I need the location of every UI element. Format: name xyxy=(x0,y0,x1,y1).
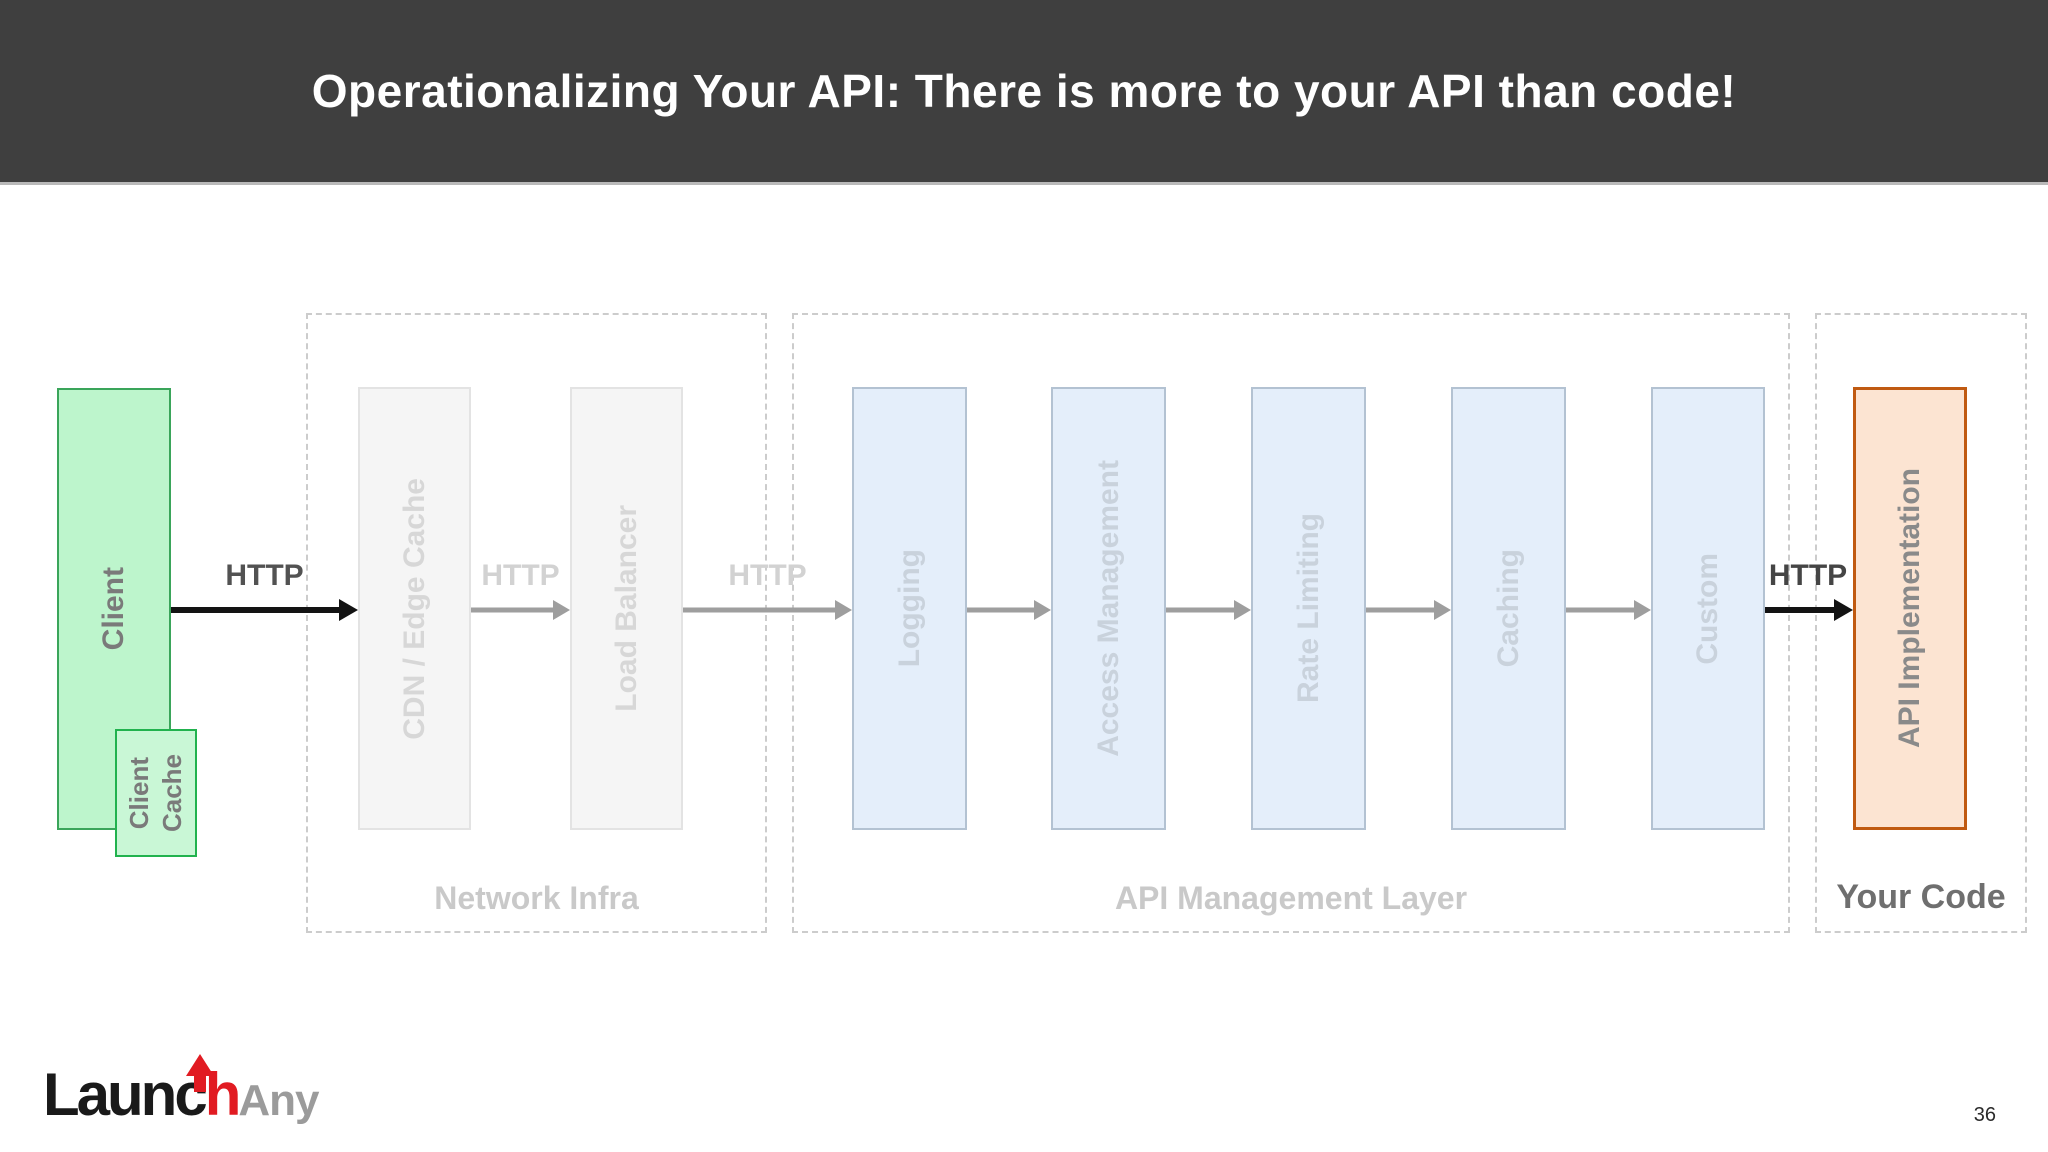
logo-up-arrow-icon xyxy=(186,1054,214,1076)
arrow-access-to-ratelimiting xyxy=(1166,598,1251,622)
title-bar: Operationalizing Your API: There is more… xyxy=(0,0,2048,185)
http-arrow-custom-to-implementation xyxy=(1765,598,1853,622)
arrow-shaft xyxy=(1366,607,1439,613)
rate-limiting-label: Rate Limiting xyxy=(1291,513,1325,704)
your-code-group-label: Your Code xyxy=(1836,878,2006,916)
api-implementation-label: API Implementation xyxy=(1893,468,1926,749)
arrow-head xyxy=(1834,599,1853,621)
arrow-shaft xyxy=(1765,607,1841,613)
arrow-head xyxy=(1634,600,1651,620)
logo-up-arrow-stem xyxy=(194,1074,206,1092)
arrow-head xyxy=(553,600,570,620)
arrow-head xyxy=(1234,600,1251,620)
rate-limiting-node: Rate Limiting xyxy=(1251,387,1366,830)
arrow-shaft xyxy=(967,607,1039,613)
http-label-3: HTTP xyxy=(728,559,807,592)
arrow-shaft xyxy=(471,607,558,613)
api-management-group: API Management Layer xyxy=(792,313,1790,933)
arrow-head xyxy=(1034,600,1051,620)
arrow-shaft xyxy=(1166,607,1239,613)
arrow-head xyxy=(339,599,358,621)
client-cache-node: Client Cache xyxy=(115,729,197,857)
caching-label: Caching xyxy=(1491,549,1525,668)
network-infra-group: Network Infra xyxy=(306,313,767,933)
load-balancer-label: Load Balancer xyxy=(609,505,643,712)
arrow-shaft xyxy=(171,607,346,613)
http-label-4: HTTP xyxy=(1768,559,1848,592)
http-label-2: HTTP xyxy=(481,559,560,592)
launchany-logo: LaunchAny xyxy=(43,1054,319,1132)
client-cache-label-line1: Client xyxy=(124,756,154,830)
arrow-shaft xyxy=(1566,607,1639,613)
caching-node: Caching xyxy=(1451,387,1566,830)
logo-text-any: Any xyxy=(238,1076,319,1125)
arrow-ratelimiting-to-caching xyxy=(1366,598,1451,622)
logging-node: Logging xyxy=(852,387,967,830)
client-node: Client xyxy=(57,388,171,830)
client-label: Client xyxy=(97,567,130,651)
network-infra-group-label: Network Infra xyxy=(434,880,639,916)
custom-label: Custom xyxy=(1691,552,1724,665)
logo-text-launc: Launc xyxy=(43,1061,208,1128)
http-arrow-cdn-to-loadbalancer xyxy=(471,598,570,622)
arrow-head xyxy=(835,600,852,620)
client-cache-label-line2: Cache xyxy=(157,753,187,833)
http-arrow-client-to-cdn xyxy=(171,598,358,622)
http-arrow-loadbalancer-to-logging xyxy=(683,598,852,622)
cdn-edge-cache-node: CDN / Edge Cache xyxy=(358,387,471,830)
arrow-caching-to-custom xyxy=(1566,598,1651,622)
load-balancer-node: Load Balancer xyxy=(570,387,683,830)
logging-label: Logging xyxy=(892,549,926,668)
access-management-label: Access Management xyxy=(1091,460,1125,757)
http-label-1: HTTP xyxy=(225,559,304,592)
arrow-shaft xyxy=(683,607,840,613)
arrow-logging-to-access xyxy=(967,598,1051,622)
arrow-head xyxy=(1434,600,1451,620)
api-implementation-node: API Implementation xyxy=(1853,387,1967,830)
access-management-node: Access Management xyxy=(1051,387,1166,830)
cdn-edge-cache-label: CDN / Edge Cache xyxy=(397,477,431,740)
api-management-group-label: API Management Layer xyxy=(1114,880,1468,916)
slide-title: Operationalizing Your API: There is more… xyxy=(311,65,1737,117)
page-number: 36 xyxy=(1973,1104,1996,1126)
custom-node: Custom xyxy=(1651,387,1765,830)
your-code-group: Your Code xyxy=(1815,313,2027,933)
